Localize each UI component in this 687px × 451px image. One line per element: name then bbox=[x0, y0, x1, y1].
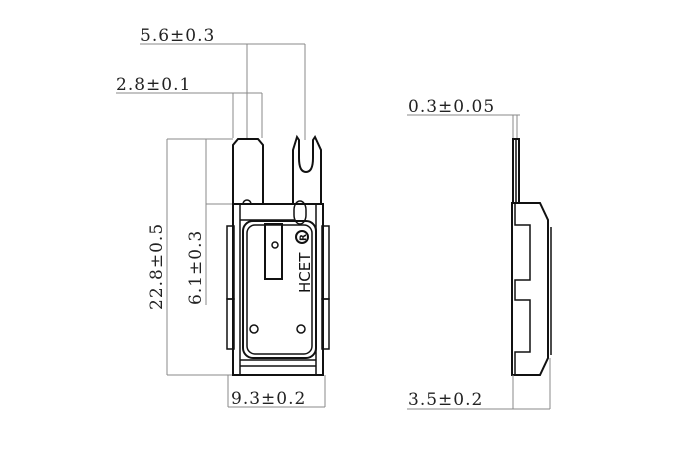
lead-width-label: 2.8±0.1 bbox=[116, 75, 191, 95]
brand-marking: HCET bbox=[296, 252, 314, 293]
svg-text:R: R bbox=[299, 234, 309, 241]
side-view: 0.3±0.05 3.5±0.2 bbox=[407, 97, 552, 410]
dimension-overall-length: 22.8±0.5 bbox=[147, 138, 233, 376]
body-width-label: 9.3±0.2 bbox=[231, 389, 306, 409]
lead-thickness-label: 0.3±0.05 bbox=[408, 97, 495, 117]
dimension-lead-span: 5.6±0.3 bbox=[140, 26, 306, 140]
dimension-lead-width: 2.8±0.1 bbox=[116, 75, 263, 138]
lead-length-label: 6.1±0.3 bbox=[186, 230, 206, 305]
left-terminal bbox=[232, 138, 264, 204]
front-view: 5.6±0.3 2.8±0.1 22.8±0.5 6.1±0.3 bbox=[116, 26, 330, 409]
overall-length-label: 22.8±0.5 bbox=[147, 223, 167, 310]
thermal-protector-body bbox=[226, 200, 330, 376]
registered-trademark-icon: R bbox=[295, 230, 309, 244]
right-terminal bbox=[292, 134, 322, 204]
lead-span-label: 5.6±0.3 bbox=[140, 26, 215, 46]
side-body-profile bbox=[511, 202, 549, 376]
dimension-lead-length: 6.1±0.3 bbox=[186, 138, 238, 305]
body-thickness-label: 3.5±0.2 bbox=[408, 390, 483, 410]
dimension-lead-thickness: 0.3±0.05 bbox=[407, 97, 520, 140]
dimension-body-width: 9.3±0.2 bbox=[227, 375, 326, 409]
dimension-body-thickness: 3.5±0.2 bbox=[407, 358, 551, 410]
